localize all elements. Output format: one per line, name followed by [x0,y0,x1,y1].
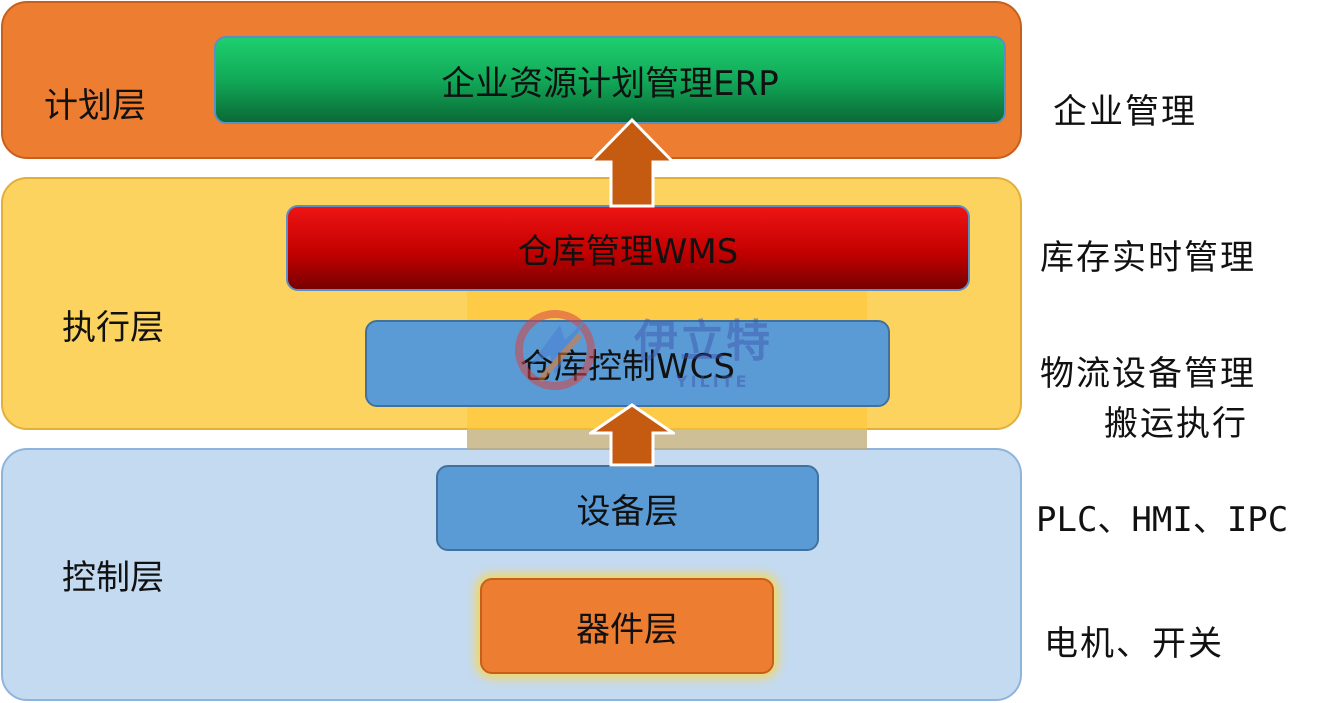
component-layer-label: 器件层 [576,609,678,650]
control-layer-label: 控制层 [62,558,164,598]
erp-box-label: 企业资源计划管理ERP [441,63,779,104]
wms-box-label: 仓库管理WMS [517,231,739,272]
erp-description: 企业管理 [1053,92,1197,132]
device-layer-box: 设备层 [436,465,819,551]
device-description: PLC、HMI、IPC [1036,500,1289,540]
wcs-box: 仓库控制WCS [365,320,890,407]
execution-layer-label: 执行层 [62,308,164,348]
wcs-description-line2: 搬运执行 [1104,404,1248,444]
device-layer-label: 设备层 [576,491,679,532]
up-arrow-icon [589,118,675,208]
watermark-grey-strip [467,430,867,450]
component-layer-box: 器件层 [480,578,774,674]
wms-box: 仓库管理WMS [286,205,970,291]
watermark-logo-icon [515,310,595,390]
erp-box: 企业资源计划管理ERP [214,36,1006,124]
up-arrow-icon [589,403,675,467]
component-description: 电机、开关 [1044,624,1224,664]
wcs-description-line1: 物流设备管理 [1040,354,1256,394]
wms-description: 库存实时管理 [1040,238,1256,278]
planning-layer-label: 计划层 [44,86,146,126]
watermark-brand: 伊立特 [634,316,772,367]
watermark-subtitle: YILITE [676,372,750,391]
